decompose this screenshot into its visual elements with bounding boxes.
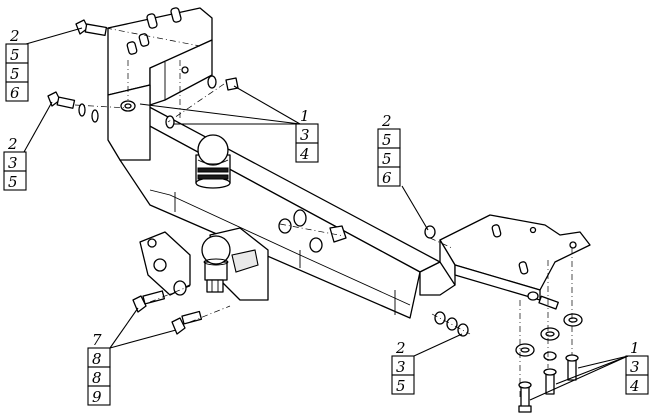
callout-label: 6 [382, 169, 392, 187]
callout-label: 3 [396, 358, 406, 376]
callout-bottom-right: 1 3 4 [529, 339, 649, 401]
callout-label: 7 [92, 331, 102, 349]
callout-label: 9 [92, 388, 102, 406]
callout-label: 5 [10, 65, 20, 83]
spare-ball [195, 134, 231, 189]
callout-label: 6 [10, 84, 20, 102]
callout-label: 2 [381, 112, 392, 130]
callout-label: 3 [300, 126, 310, 144]
callout-label: 5 [8, 173, 18, 191]
tow-ball-assembly [201, 227, 269, 301]
center-fasteners [278, 209, 347, 253]
axis-lines [74, 27, 573, 400]
callout-label: 2 [9, 27, 20, 45]
bolt-top-left [75, 19, 108, 37]
callout-label: 1 [300, 107, 310, 125]
callout-label: 4 [299, 145, 310, 163]
callout-top-left: 2 5 5 6 [5, 27, 83, 102]
bottom-center-fasteners [434, 311, 469, 337]
callout-label: 5 [396, 377, 406, 395]
right-fasteners-stack [515, 291, 583, 413]
callout-bottom-left: 7 8 8 9 [87, 307, 177, 406]
callout-label: 5 [382, 131, 392, 149]
callout-label: 5 [382, 150, 392, 168]
left-bracket [107, 7, 213, 161]
callout-mid-left: 2 3 5 [3, 101, 53, 191]
right-bracket [419, 214, 591, 301]
callout-label: 8 [92, 350, 102, 368]
callout-label: 8 [92, 369, 102, 387]
callout-label: 3 [630, 358, 640, 376]
callout-bottom-center: 2 3 5 [391, 333, 463, 395]
callout-label: 2 [7, 135, 18, 153]
callout-center-top: 1 3 4 [139, 85, 319, 163]
callout-label: 2 [395, 339, 406, 357]
callout-label: 4 [629, 377, 640, 395]
callout-label: 1 [630, 339, 640, 357]
chain-plate [139, 231, 191, 296]
bolt-mid-left [47, 91, 136, 123]
callout-right-upper: 2 5 5 6 [377, 112, 429, 231]
callout-label: 5 [10, 46, 20, 64]
callout-label: 3 [8, 154, 18, 172]
